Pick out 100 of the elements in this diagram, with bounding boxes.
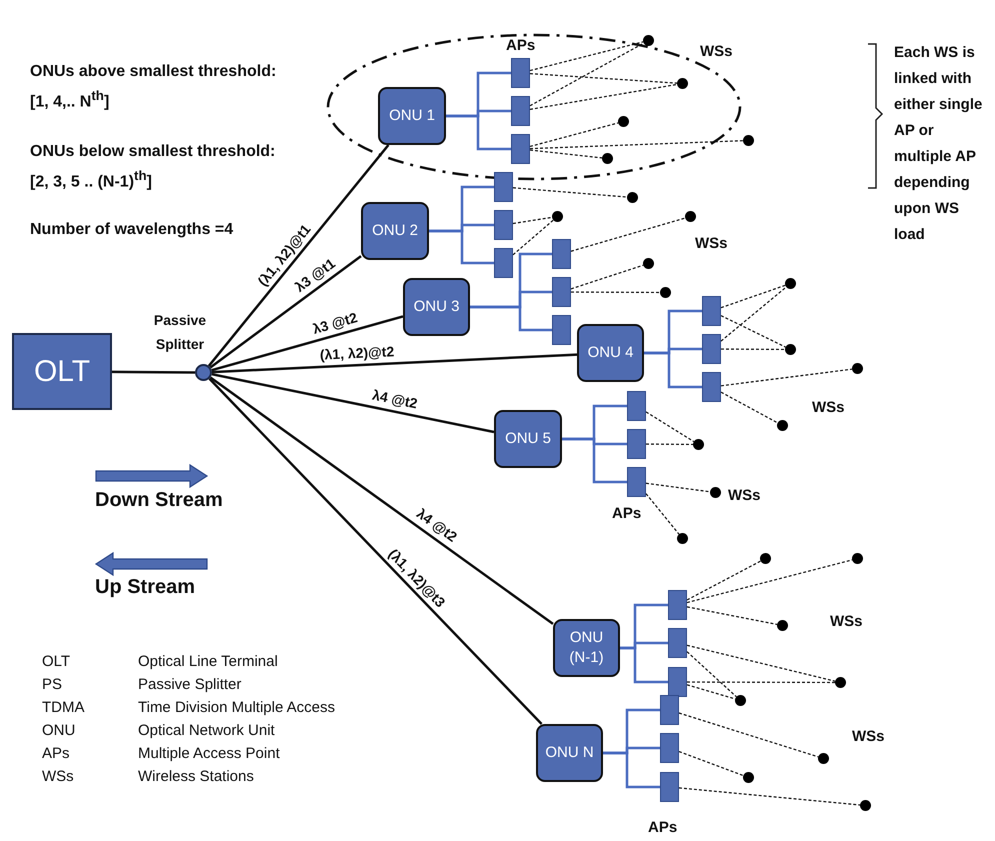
- station-dot: [627, 192, 638, 203]
- dashed-link: [686, 559, 852, 604]
- text-label: APs: [648, 818, 678, 838]
- station-dot: [643, 258, 654, 269]
- text-label: WSs: [812, 398, 845, 418]
- access-point-box: [660, 733, 679, 763]
- dashed-link: [512, 216, 552, 224]
- station-dot: [777, 420, 788, 431]
- access-point-box: [668, 667, 687, 697]
- access-point-box: [494, 172, 513, 202]
- dashed-link: [686, 560, 761, 601]
- dashed-link: [646, 411, 694, 442]
- network-unit-box: ONU 3: [403, 278, 470, 336]
- dashed-link: [570, 264, 644, 290]
- glossary-text: OLT: [42, 652, 70, 672]
- station-dot: [785, 344, 796, 355]
- connector-line: [644, 352, 702, 388]
- access-point-box: [627, 391, 646, 421]
- connector-line: [210, 376, 554, 625]
- dashed-link: [646, 443, 693, 446]
- station-dot: [860, 800, 871, 811]
- network-unit-box: ONU 2: [361, 202, 429, 260]
- station-dot: [743, 772, 754, 783]
- station-dot: [852, 553, 863, 564]
- glossary-text: Multiple Access Point: [138, 744, 280, 764]
- dashed-link: [530, 42, 644, 106]
- dashed-link: [720, 315, 786, 348]
- station-dot: [735, 695, 746, 706]
- station-dot: [777, 620, 788, 631]
- dashed-link: [720, 368, 852, 386]
- connector-line: [620, 646, 668, 684]
- station-dot: [710, 487, 721, 498]
- station-dot: [677, 78, 688, 89]
- connector-line: [208, 378, 542, 725]
- access-point-box: [552, 239, 571, 269]
- connector-line: [603, 752, 660, 788]
- station-dot: [643, 35, 654, 46]
- connector-line: [210, 255, 362, 368]
- station-dot: [693, 439, 704, 450]
- terminal-box: OLT: [12, 333, 112, 410]
- text-label: WSs: [852, 727, 885, 747]
- access-point-box: [702, 296, 721, 326]
- access-point-box: [627, 429, 646, 459]
- network-unit-box: ONU N: [536, 724, 603, 782]
- dashed-link: [686, 606, 778, 626]
- dashed-link: [530, 149, 602, 158]
- dashed-link: [720, 392, 778, 424]
- glossary-text: APs: [42, 744, 70, 764]
- station-dot: [835, 677, 846, 688]
- dashed-link: [687, 681, 835, 684]
- access-point-box: [511, 58, 530, 88]
- connector-line: [562, 438, 627, 484]
- station-dot: [677, 533, 688, 544]
- connector-line: [212, 353, 578, 374]
- connector-line: [470, 306, 552, 332]
- station-dot: [660, 287, 671, 298]
- station-dot: [785, 278, 796, 289]
- dashed-link: [530, 140, 744, 150]
- text-label: [2, 3, 5 .. (N-1)$^{th}$]: [30, 167, 152, 192]
- dashed-link: [721, 348, 785, 350]
- access-point-box: [494, 248, 513, 278]
- dashed-link: [720, 284, 786, 308]
- glossary-text: PS: [42, 675, 62, 695]
- glossary-text: Passive Splitter: [138, 675, 242, 695]
- station-dot: [760, 553, 771, 564]
- dashed-link: [571, 291, 660, 294]
- connector-line: [446, 114, 511, 150]
- glossary-text: Optical Line Terminal: [138, 652, 278, 672]
- access-point-box: [702, 372, 721, 402]
- dashed-link: [530, 122, 618, 148]
- dashed-link: [530, 41, 644, 72]
- text-label: ONUs above smallest threshold:: [30, 62, 276, 82]
- dashed-link: [686, 684, 736, 700]
- text-label: ONUs below smallest threshold:: [30, 142, 276, 162]
- dashed-link: [512, 187, 628, 198]
- glossary-text: ONU: [42, 721, 76, 741]
- splitter-circle: [195, 364, 212, 381]
- text-label: WSs: [695, 234, 728, 254]
- dashed-link: [720, 286, 787, 342]
- access-point-box: [660, 772, 679, 802]
- text-label: APs: [612, 504, 642, 524]
- dashed-link: [570, 217, 686, 252]
- access-point-box: [702, 334, 721, 364]
- text-label: APs: [506, 36, 536, 56]
- station-dot: [743, 135, 754, 146]
- network-unit-box: ONU 5: [494, 410, 562, 468]
- glossary-text: Optical Network Unit: [138, 721, 275, 741]
- access-point-box: [668, 628, 687, 658]
- station-dot: [685, 211, 696, 222]
- connector-line: [212, 372, 494, 434]
- dashed-link: [530, 73, 678, 84]
- access-point-box: [660, 695, 679, 725]
- direction-label: Down Stream: [95, 490, 223, 510]
- connector-line: [429, 230, 494, 264]
- access-point-box: [494, 210, 513, 240]
- station-dot: [818, 753, 829, 764]
- text-label: WSs: [700, 42, 733, 62]
- connector-line: [211, 315, 404, 372]
- direction-label: Up Stream: [95, 577, 196, 597]
- dashed-link: [678, 787, 860, 806]
